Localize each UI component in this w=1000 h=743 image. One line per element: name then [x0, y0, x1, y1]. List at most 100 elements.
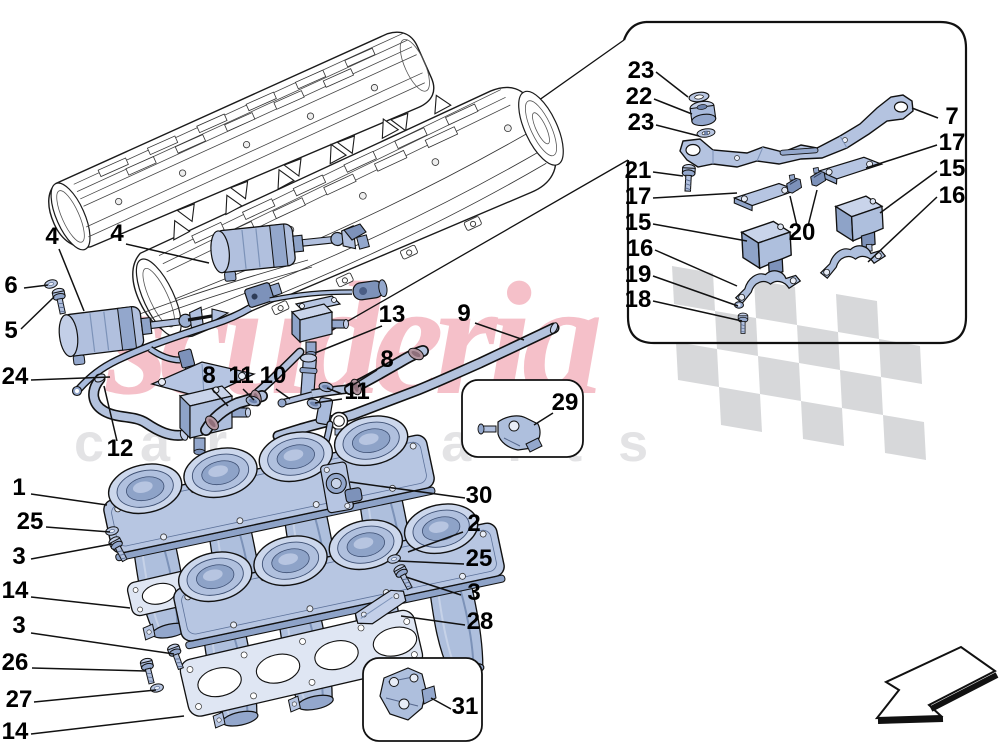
leader-line [654, 249, 738, 287]
leader-line [430, 697, 452, 710]
leader-line [125, 243, 210, 264]
leader-line [33, 689, 157, 703]
part-number-label: 21 [625, 157, 652, 184]
leader-line [20, 296, 55, 330]
checker-cell [797, 325, 840, 370]
checker-cell [715, 311, 758, 356]
part-number-label: 12 [107, 435, 134, 462]
sensor-30 [320, 461, 363, 514]
bracket-28 [354, 589, 407, 625]
leader-line [352, 369, 378, 386]
leader-line [58, 248, 85, 312]
part-number-label: 30 [466, 482, 493, 509]
leader-line [652, 171, 684, 177]
leader-line [655, 71, 689, 98]
inset-box-hardware [622, 20, 968, 345]
leader-line [30, 715, 185, 735]
leader-line [30, 376, 111, 381]
leader-lines [20, 71, 939, 735]
part-number-label: 7 [945, 103, 958, 130]
harness-connector [244, 282, 283, 308]
checker-cell [879, 339, 922, 384]
inset-association-line [321, 159, 629, 337]
leader-line [314, 325, 383, 354]
intake-manifold-lower [173, 496, 506, 732]
leader-line [655, 124, 700, 137]
part-number-label: 28 [467, 608, 494, 635]
leader-line [23, 284, 49, 289]
leader-line [30, 493, 108, 506]
part-number-label: 8 [202, 362, 215, 389]
leader-line [911, 107, 939, 119]
checker-cell [719, 387, 762, 432]
hose-8-right [311, 345, 429, 399]
part-number-label: 25 [466, 545, 493, 572]
part-number-label: 9 [457, 300, 470, 327]
solenoid-valve-13 [290, 295, 349, 358]
solenoid-hose-fill [255, 349, 303, 395]
vacuum-pipe-stub [299, 353, 318, 400]
solenoid-valve-bracket-assembly [150, 361, 256, 456]
part-number-label: 1 [12, 474, 25, 501]
leader-line [30, 632, 175, 655]
leader-line [405, 576, 462, 596]
part-number-label: 11 [228, 362, 253, 389]
leader-line [474, 322, 525, 341]
washer-23-nub [704, 131, 708, 135]
checker-cell [801, 401, 844, 446]
leader-line [652, 223, 748, 242]
part-number-label: 10 [260, 362, 287, 389]
checker-cell [676, 342, 719, 387]
bracket-31 [379, 667, 437, 721]
leader-line [103, 385, 118, 442]
leader-line [30, 543, 113, 560]
leader-line [314, 398, 343, 404]
harness-connector-round [352, 279, 388, 301]
leader-line [326, 387, 343, 395]
leader-line [789, 195, 798, 227]
leader-line [652, 192, 738, 199]
leader-line [349, 481, 466, 499]
leader-line [652, 275, 739, 307]
checker-cell [840, 370, 883, 415]
checker-cell [883, 415, 926, 460]
part-number-label: 2 [467, 510, 480, 537]
leader-line [275, 388, 291, 400]
leader-line [211, 388, 229, 407]
actuator-canister-lower [56, 297, 230, 368]
bracket-29 [477, 415, 543, 453]
part-number-label: 17 [939, 129, 966, 156]
leader-line [807, 189, 818, 227]
leader-line [652, 300, 743, 322]
gasket-lower [179, 609, 424, 717]
part-number-label: 14 [2, 718, 29, 743]
part-number-label: 17 [625, 183, 652, 210]
part-number-label: 14 [2, 577, 29, 604]
part-number-label: 23 [628, 109, 655, 136]
part-number-label: 6 [4, 272, 17, 299]
direction-arrow [874, 645, 999, 724]
part-number-label: 24 [2, 363, 29, 390]
engine-cover-front [132, 86, 564, 338]
part-number-label: 3 [12, 543, 25, 570]
part-number-label: 4 [110, 220, 124, 247]
part-number-label: 22 [626, 83, 653, 110]
part-number-label: 3 [12, 612, 25, 639]
part-number-label: 3 [467, 579, 480, 606]
part-number-label: 16 [939, 182, 966, 209]
part-number-label: 15 [939, 155, 966, 182]
part-number-label: 16 [627, 235, 654, 262]
leader-line [865, 144, 938, 169]
leader-line [31, 667, 147, 672]
mounting-strap-7 [679, 94, 914, 168]
engine-cover-rear [48, 31, 435, 251]
grommet-22 [688, 99, 718, 128]
actuator-canister-upper [208, 216, 370, 284]
part-number-label: 31 [452, 693, 479, 720]
hose-8-left [200, 388, 268, 436]
part-number-label: 15 [625, 209, 652, 236]
part-number-label: 4 [45, 223, 59, 250]
part-number-label: 11 [344, 378, 369, 405]
